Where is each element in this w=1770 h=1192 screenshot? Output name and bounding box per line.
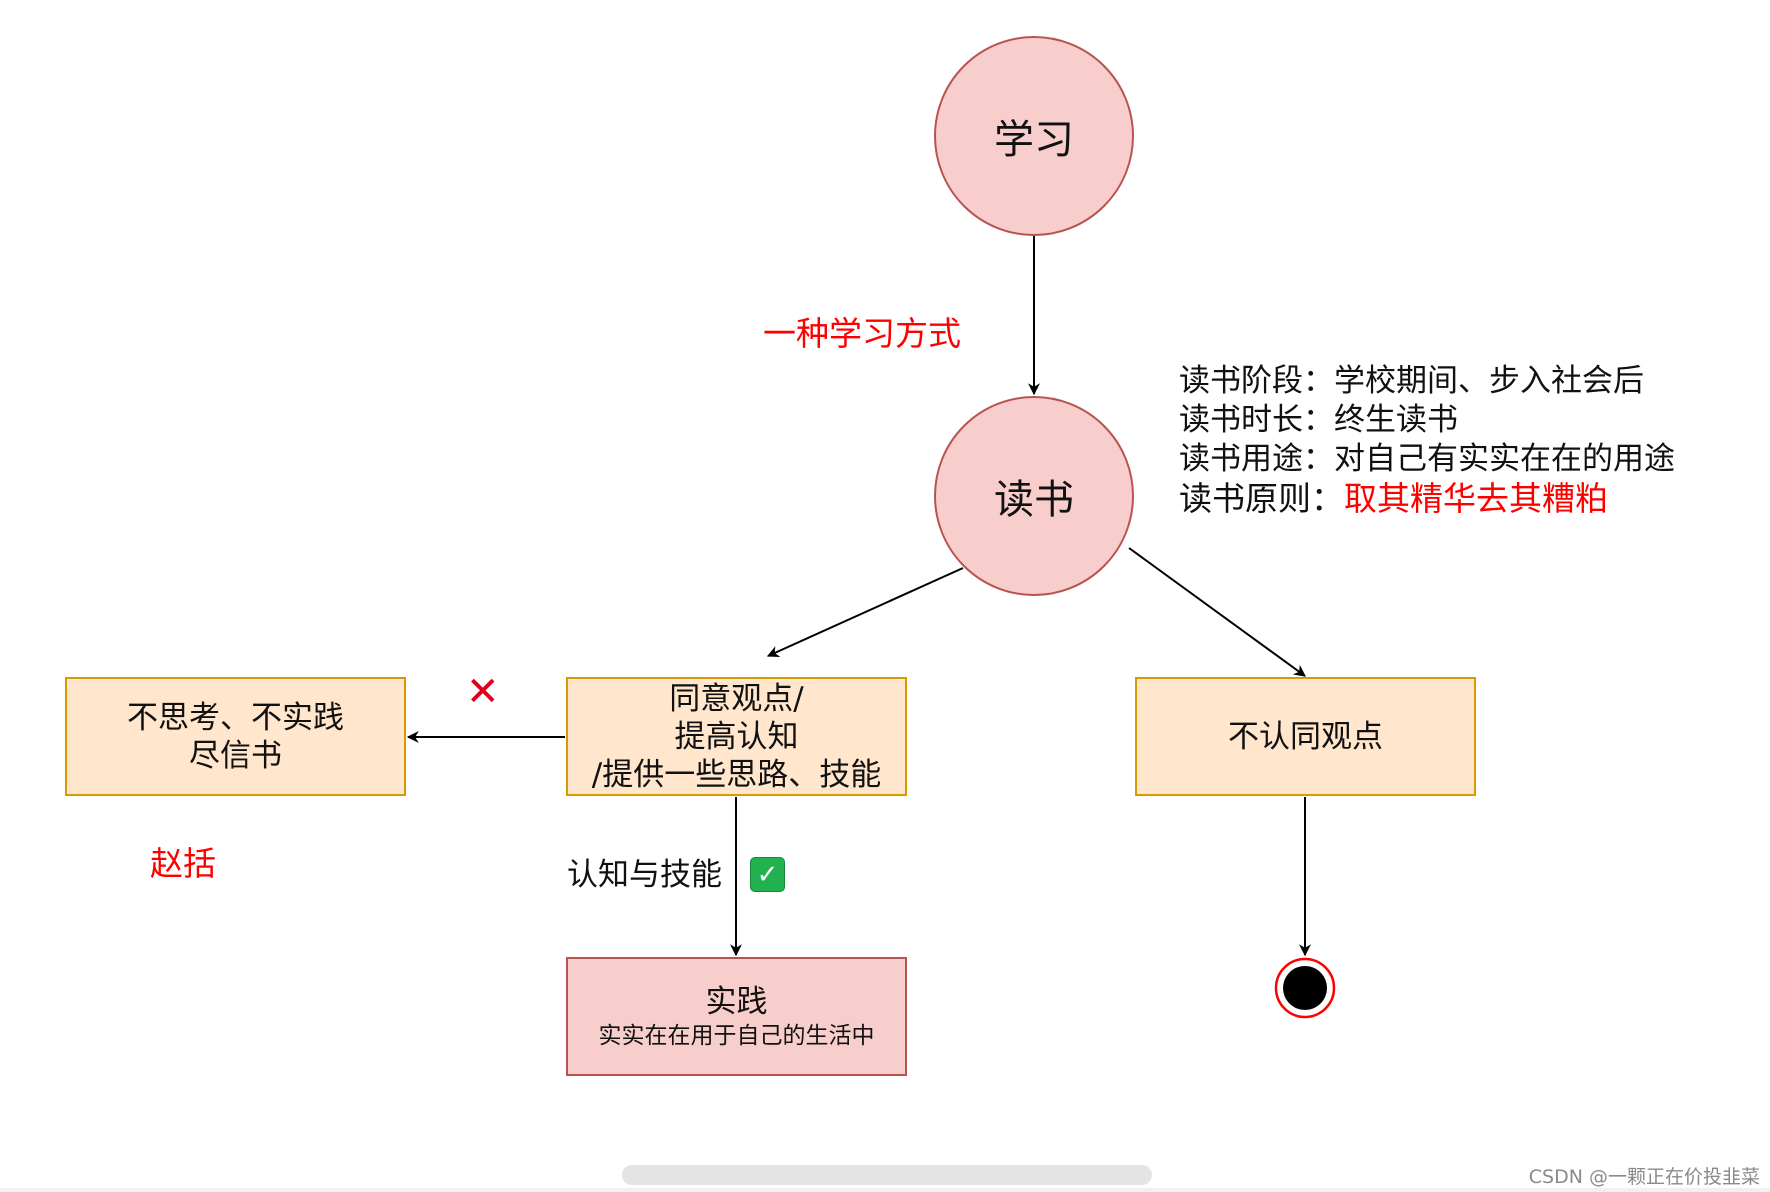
arrow-reading-to-disagree (1128, 547, 1306, 677)
disagree-label: 不认同观点 (1228, 718, 1383, 755)
arrow-reading-to-agree (766, 567, 964, 658)
info-duration-key: 读书时长： (1179, 402, 1334, 438)
agree-line-2: 提高认知 (674, 718, 799, 755)
blind-belief-line-2: 尽信书 (189, 737, 282, 774)
info-stage-value: 学校期间、步入社会后 (1334, 363, 1644, 399)
node-study-label: 学习 (994, 117, 1074, 163)
info-use: 读书用途：对自己有实实在在的用途 (1179, 440, 1675, 479)
practice-title: 实践 (705, 983, 768, 1020)
end-node-icon (1274, 957, 1336, 1019)
node-agree: 同意观点/ 提高认知 /提供一些思路、技能 (566, 677, 907, 796)
node-reading: 读书 (934, 396, 1134, 596)
info-principle-key: 读书原则： (1179, 479, 1344, 518)
info-use-value: 对自己有实实在在的用途 (1334, 441, 1675, 477)
info-principle-value: 取其精华去其糟粕 (1344, 479, 1608, 518)
info-principle: 读书原则：取其精华去其糟粕 (1179, 479, 1675, 518)
info-duration: 读书时长：终生读书 (1179, 401, 1675, 440)
bottom-divider (0, 1188, 1770, 1192)
agree-line-3: /提供一些思路、技能 (591, 756, 882, 793)
node-practice: 实践 实实在在用于自己的生活中 (566, 957, 907, 1076)
info-stage-key: 读书阶段： (1179, 363, 1334, 399)
check-mark-icon: ✓ (750, 857, 785, 892)
reading-info-panel: 读书阶段：学校期间、步入社会后 读书时长：终生读书 读书用途：对自己有实实在在的… (1179, 362, 1675, 518)
blind-belief-line-1: 不思考、不实践 (127, 699, 344, 736)
node-blind-belief: 不思考、不实践 尽信书 (65, 677, 406, 796)
node-reading-label: 读书 (994, 477, 1074, 523)
info-duration-value: 终生读书 (1334, 402, 1458, 438)
info-stage: 读书阶段：学校期间、步入社会后 (1179, 362, 1675, 401)
info-use-key: 读书用途： (1179, 441, 1334, 477)
cross-mark-icon: ✕ (466, 669, 500, 715)
csdn-watermark: CSDN @一颗正在价投韭菜 (1528, 1166, 1760, 1188)
node-disagree: 不认同观点 (1135, 677, 1476, 796)
practice-subtitle: 实实在在用于自己的生活中 (598, 1022, 875, 1049)
agree-line-1: 同意观点/ (669, 680, 804, 717)
method-label: 一种学习方式 (763, 314, 961, 353)
node-study: 学习 (934, 36, 1134, 236)
skills-label: 认知与技能 (567, 857, 722, 893)
horizontal-scrollbar[interactable] (622, 1165, 1152, 1185)
zhaokuo-label: 赵括 (150, 844, 216, 883)
